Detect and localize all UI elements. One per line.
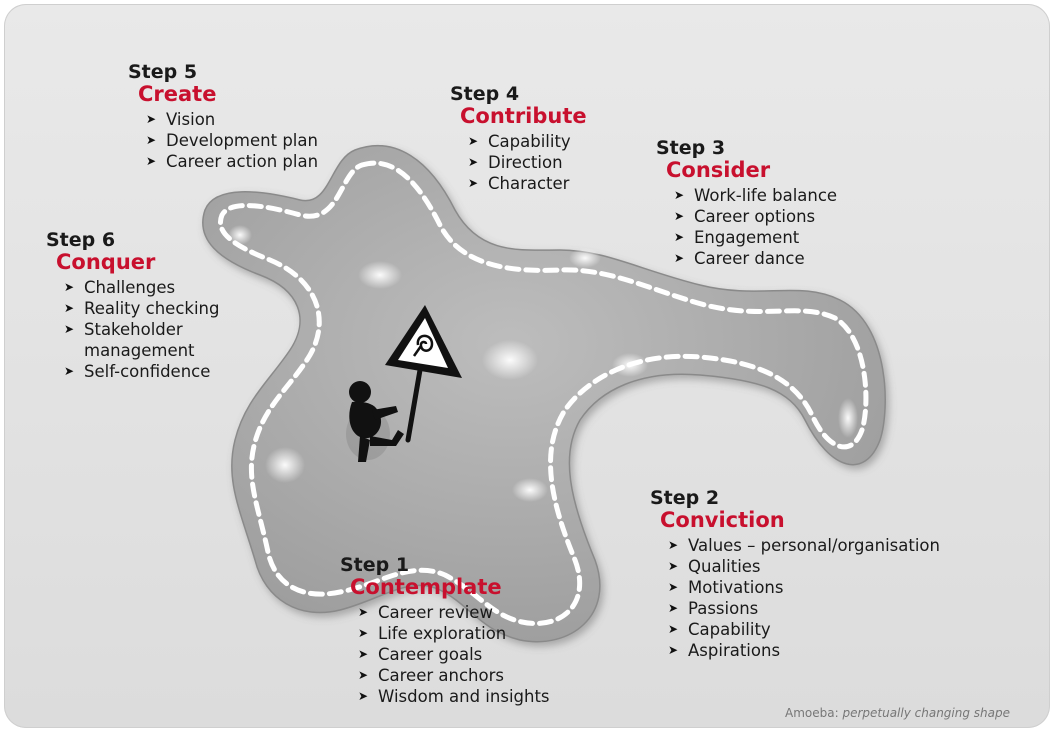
spot-highlight <box>612 353 648 377</box>
step-name: Create <box>138 82 217 106</box>
step-5-block: Step 5 Create Vision Development plan Ca… <box>128 61 318 173</box>
step-1-block: Step 1 Contemplate Career review Life ex… <box>340 554 550 708</box>
spot-highlight <box>512 478 548 502</box>
list-item: Qualities <box>668 556 940 577</box>
caption-prefix: Amoeba: <box>785 706 843 720</box>
step-items: Challenges Reality checking Stakeholder … <box>64 277 249 382</box>
step-3-block: Step 3 Consider Work-life balance Career… <box>656 137 837 270</box>
list-item: Passions <box>668 598 940 619</box>
list-item: Stakeholder management <box>64 319 234 361</box>
list-item: Life exploration <box>358 623 550 644</box>
list-item: Vision <box>146 109 318 130</box>
spot-highlight <box>838 398 858 438</box>
list-item: Career goals <box>358 644 550 665</box>
list-item: Character <box>468 173 587 194</box>
list-item: Career anchors <box>358 665 550 686</box>
step-number: Step 5 <box>128 61 198 83</box>
step-name: Conquer <box>56 250 156 274</box>
person-figure-icon <box>346 381 404 462</box>
list-item: Direction <box>468 152 587 173</box>
spot-highlight <box>265 447 305 483</box>
dashed-path <box>218 160 869 626</box>
list-item: Engagement <box>674 227 837 248</box>
step-number: Step 3 <box>656 137 726 159</box>
list-item: Self-confidence <box>64 361 249 382</box>
list-item: Career dance <box>674 248 837 269</box>
step-items: Values – personal/organisation Qualities… <box>668 535 940 661</box>
step-items: Capability Direction Character <box>468 131 587 194</box>
list-item: Capability <box>668 619 940 640</box>
step-number: Step 1 <box>340 554 410 576</box>
list-item: Values – personal/organisation <box>668 535 940 556</box>
list-item: Capability <box>468 131 587 152</box>
step-name: Consider <box>666 158 771 182</box>
spot-highlight <box>228 225 252 245</box>
list-item: Motivations <box>668 577 940 598</box>
warning-sign-icon <box>385 305 462 443</box>
caption: Amoeba: perpetually changing shape <box>785 706 1010 720</box>
step-number: Step 4 <box>450 83 520 105</box>
step-name: Contemplate <box>350 575 502 599</box>
list-item: Development plan <box>146 130 318 151</box>
list-item: Challenges <box>64 277 249 298</box>
step-items: Work-life balance Career options Engagem… <box>674 185 837 269</box>
list-item: Aspirations <box>668 640 940 661</box>
spot-highlight <box>358 261 402 289</box>
list-item: Work-life balance <box>674 185 837 206</box>
step-2-block: Step 2 Conviction Values – personal/orga… <box>650 487 940 662</box>
step-name: Contribute <box>460 104 587 128</box>
step-6-block: Step 6 Conquer Challenges Reality checki… <box>46 229 249 383</box>
step-number: Step 2 <box>650 487 720 509</box>
caption-italic: perpetually changing shape <box>842 706 1010 720</box>
step-items: Vision Development plan Career action pl… <box>146 109 318 172</box>
list-item: Career review <box>358 602 550 623</box>
list-item: Career action plan <box>146 151 318 172</box>
spot-highlight <box>482 340 538 380</box>
spot-highlight <box>569 248 601 268</box>
list-item: Career options <box>674 206 837 227</box>
step-number: Step 6 <box>46 229 116 251</box>
list-item: Wisdom and insights <box>358 686 550 707</box>
step-items: Career review Life exploration Career go… <box>358 602 550 707</box>
step-name: Conviction <box>660 508 785 532</box>
step-4-block: Step 4 Contribute Capability Direction C… <box>450 83 587 195</box>
list-item: Reality checking <box>64 298 249 319</box>
